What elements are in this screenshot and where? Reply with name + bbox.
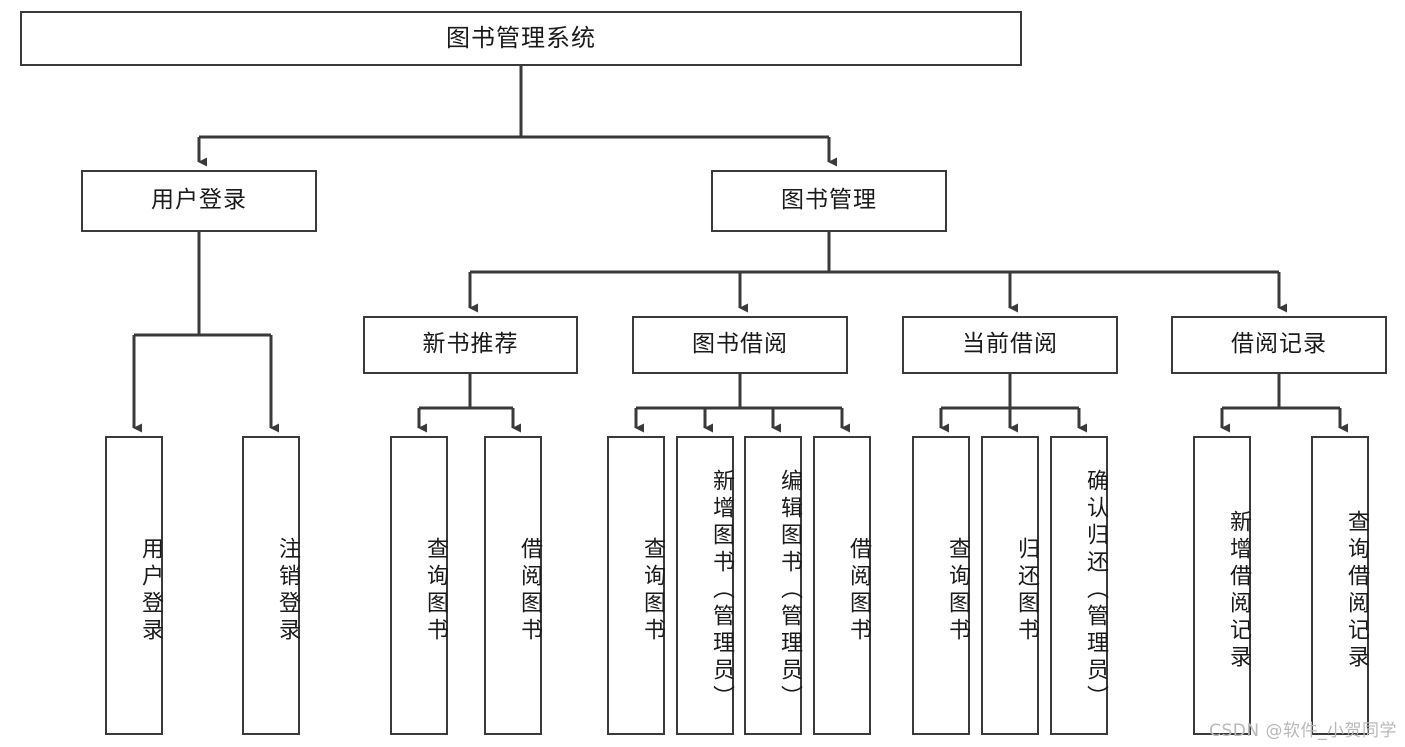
node-label: 当前借阅: [962, 331, 1058, 358]
leaf-borrow-book[interactable]: 借阅图书: [813, 436, 871, 735]
leaf-query-borrow-record[interactable]: 查询借阅记录: [1311, 436, 1369, 735]
leaf-query-book-recommend[interactable]: 查询图书: [390, 436, 448, 735]
node-book-management[interactable]: 图书管理: [711, 170, 947, 232]
leaf-edit-book-admin[interactable]: 编辑图书（管理员）: [744, 436, 802, 735]
node-label: 查询图书: [945, 536, 970, 645]
node-label: 确认归还（管理员）: [1083, 469, 1108, 712]
node-label: 新书推荐: [422, 331, 519, 358]
node-label: 图书借阅: [692, 331, 788, 358]
node-label: 查询图书: [640, 536, 665, 645]
leaf-return-book[interactable]: 归还图书: [981, 436, 1039, 735]
node-label: 查询图书: [423, 536, 448, 645]
leaf-borrow-book-recommend[interactable]: 借阅图书: [484, 436, 542, 735]
node-root-book-management-system[interactable]: 图书管理系统: [20, 11, 1022, 66]
leaf-user-login[interactable]: 用户登录: [105, 436, 163, 735]
node-label: 注销登录: [275, 536, 300, 645]
leaf-query-book[interactable]: 查询图书: [607, 436, 665, 735]
node-label: 编辑图书（管理员）: [777, 469, 802, 712]
node-label: 归还图书: [1014, 536, 1039, 645]
node-label: 借阅图书: [846, 536, 871, 645]
leaf-logout[interactable]: 注销登录: [242, 436, 300, 735]
node-label: 图书管理系统: [446, 24, 596, 53]
node-user-login[interactable]: 用户登录: [81, 170, 317, 232]
leaf-add-book-admin[interactable]: 新增图书（管理员）: [676, 436, 734, 735]
node-label: 新增借阅记录: [1226, 509, 1251, 672]
node-label: 查询借阅记录: [1344, 509, 1369, 672]
node-current-borrow[interactable]: 当前借阅: [902, 316, 1118, 374]
node-label: 借阅图书: [517, 536, 542, 645]
node-label: 用户登录: [138, 536, 163, 645]
node-book-borrow[interactable]: 图书借阅: [632, 316, 848, 374]
leaf-add-borrow-record[interactable]: 新增借阅记录: [1193, 436, 1251, 735]
node-new-book-recommend[interactable]: 新书推荐: [363, 316, 578, 374]
node-label: 用户登录: [151, 187, 247, 214]
node-borrow-record[interactable]: 借阅记录: [1171, 316, 1387, 374]
leaf-confirm-return-admin[interactable]: 确认归还（管理员）: [1050, 436, 1108, 735]
node-label: 借阅记录: [1231, 331, 1327, 358]
leaf-query-book-current[interactable]: 查询图书: [912, 436, 970, 735]
node-label: 图书管理: [781, 187, 877, 214]
node-label: 新增图书（管理员）: [709, 469, 734, 712]
csdn-watermark: CSDN @软件_小贺同学: [1209, 721, 1397, 741]
